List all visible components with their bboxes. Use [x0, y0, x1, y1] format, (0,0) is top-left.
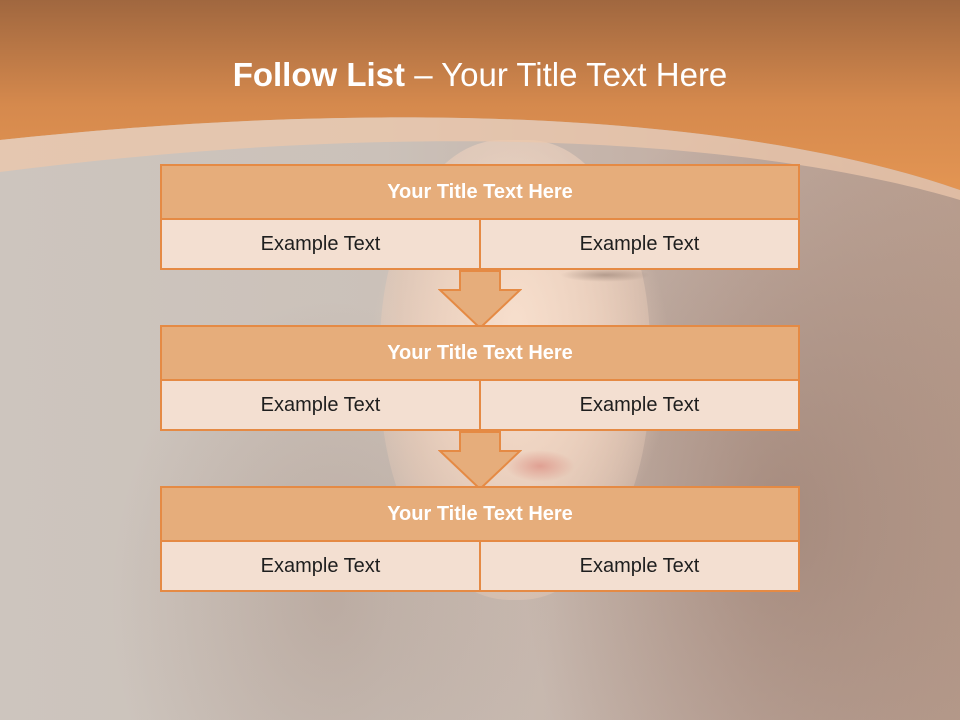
stage-title: Your Title Text Here — [160, 486, 800, 542]
slide-title: Follow List – Your Title Text Here — [0, 56, 960, 94]
stage-title: Your Title Text Here — [160, 325, 800, 381]
down-arrow-1 — [438, 270, 522, 330]
stage-row: Example Text Example Text — [160, 381, 800, 431]
stage-1: Your Title Text Here Example Text Exampl… — [160, 164, 800, 270]
stage-2: Your Title Text Here Example Text Exampl… — [160, 325, 800, 431]
stage-cell-left: Example Text — [260, 232, 381, 255]
stage-3: Your Title Text Here Example Text Exampl… — [160, 486, 800, 592]
stage-cell-right: Example Text — [479, 381, 798, 429]
slide-title-rest: – Your Title Text Here — [405, 56, 728, 93]
eye-image — [560, 268, 650, 282]
header-band — [0, 0, 960, 200]
stage-cell-right: Example Text — [479, 220, 798, 268]
stage-row: Example Text Example Text — [160, 220, 800, 270]
stage-row: Example Text Example Text — [160, 542, 800, 592]
stage-cell-left: Example Text — [260, 393, 381, 416]
down-arrow-2 — [438, 431, 522, 491]
stage-title: Your Title Text Here — [160, 164, 800, 220]
stage-cell-right: Example Text — [479, 542, 798, 590]
stage-cell-left: Example Text — [260, 554, 381, 577]
slide-title-bold: Follow List — [232, 56, 406, 93]
